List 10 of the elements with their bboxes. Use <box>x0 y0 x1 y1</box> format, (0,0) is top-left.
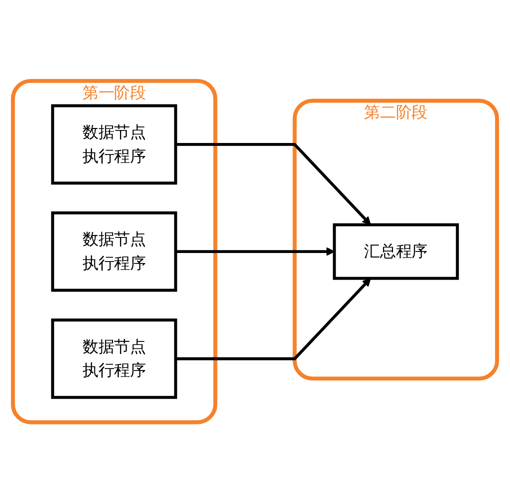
node-box <box>51 318 178 399</box>
node-box <box>51 104 178 185</box>
node-box <box>332 223 459 280</box>
arrow <box>176 278 371 360</box>
arrow <box>176 247 335 256</box>
arrow <box>176 142 371 226</box>
node-box <box>51 211 178 292</box>
cluster <box>10 78 218 424</box>
flowchart: 第二阶段 第一阶段 数据节点 执行程序 数据节点 执行程序 数据节点 执行程序 汇总程序 <box>5 72 505 430</box>
cluster <box>292 98 500 380</box>
